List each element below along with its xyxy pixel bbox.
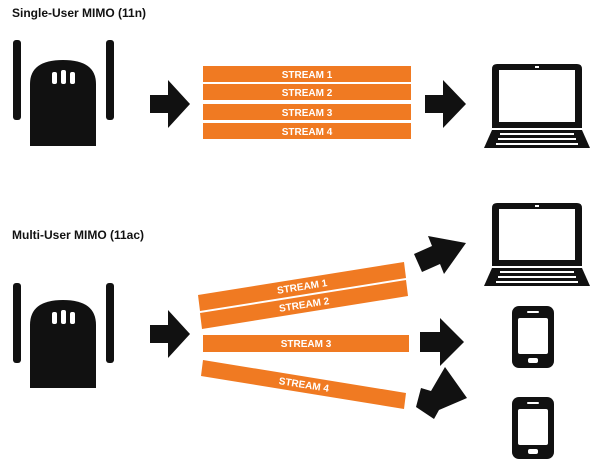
stream-label-1: STREAM 1 — [282, 70, 333, 81]
stream-bar-4 — [201, 360, 406, 409]
arrow-right-icon — [420, 318, 464, 366]
laptop-icon — [484, 64, 590, 148]
arrow-right-icon — [150, 80, 190, 128]
multi-user-title: Multi-User MIMO (11ac) — [12, 228, 145, 242]
arrow-right-icon — [414, 236, 466, 274]
stream-label-2: STREAM 2 — [282, 88, 333, 99]
stream-bar-3 — [203, 335, 409, 352]
stream-bar-1 — [203, 66, 411, 82]
laptop-icon — [484, 203, 590, 286]
arrow-right-icon — [416, 367, 467, 419]
smartphone-icon — [512, 306, 554, 368]
stream-label-3: STREAM 3 — [281, 339, 332, 350]
stream-bar-4 — [203, 123, 411, 139]
stream-label-4: STREAM 4 — [282, 127, 333, 138]
arrow-right-icon — [425, 80, 466, 128]
single-user-title: Single-User MIMO (11n) — [12, 6, 147, 20]
stream-bar-1 — [198, 262, 406, 311]
router-icon — [13, 40, 114, 146]
stream-bar-2 — [200, 280, 408, 329]
smartphone-icon — [512, 397, 554, 459]
arrow-right-icon — [150, 310, 190, 358]
stream-label-3: STREAM 3 — [282, 108, 333, 119]
single-user-streams: STREAM 1 STREAM 2 STREAM 3 STREAM 4 — [203, 66, 411, 139]
router-icon — [13, 283, 114, 388]
stream-bar-2 — [203, 84, 411, 100]
multi-user-streams: STREAM 1 STREAM 2 STREAM 3 STREAM 4 — [198, 262, 409, 409]
stream-bar-3 — [203, 104, 411, 120]
